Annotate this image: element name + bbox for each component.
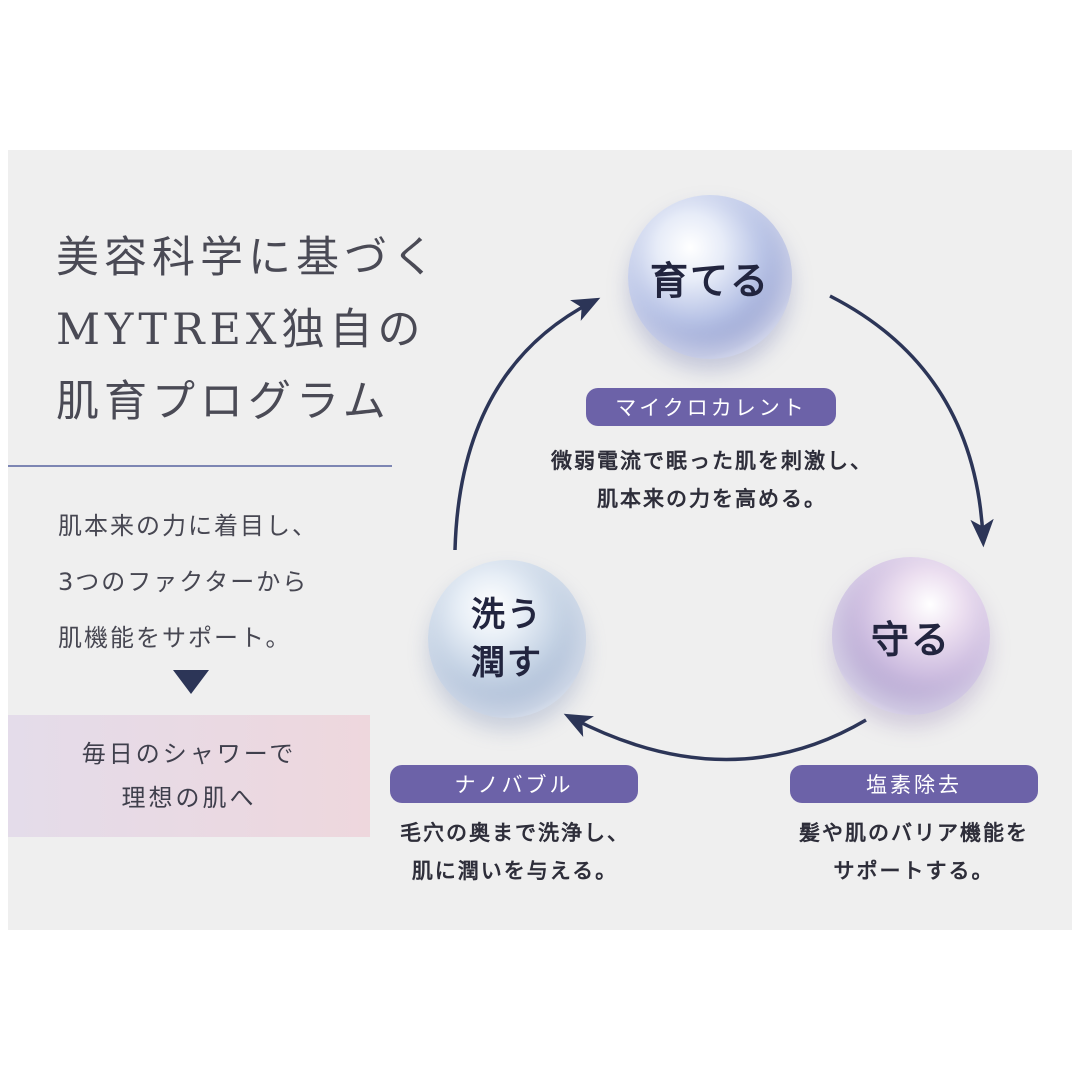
sphere-wash-label: 潤す — [471, 643, 543, 683]
arrow-wash-to-grow — [453, 297, 601, 551]
sphere-wash-label: 洗う — [471, 595, 543, 635]
sphere-wash: 洗う 潤す — [428, 560, 586, 718]
sphere-protect: 守る — [832, 557, 990, 715]
headline-line: MYTREX独自の — [56, 305, 426, 355]
sphere-protect-label: 守る — [870, 617, 951, 662]
highlight-box: 毎日のシャワーで 理想の肌へ — [8, 715, 370, 837]
desc-line: 肌本来の力を高める。 — [597, 487, 827, 511]
tag-microcurrent: マイクロカレント — [586, 388, 836, 426]
headline-line: 肌育プログラム — [56, 377, 391, 427]
desc-line: 毛穴の奥まで洗浄し、 — [400, 821, 630, 845]
tag-chlorine-removal: 塩素除去 — [790, 765, 1038, 803]
desc-line: 肌に潤いを与える。 — [411, 859, 619, 883]
arrow-grow-to-protect — [829, 294, 994, 548]
intro-line: 3つのファクターから — [58, 568, 309, 596]
sphere-grow: 育てる — [628, 195, 792, 359]
desc-line: 髪や肌のバリア機能を — [799, 821, 1029, 845]
highlight-line: 毎日のシャワーで — [81, 740, 297, 768]
headline-line: 美容科学に基づく — [56, 233, 440, 283]
headline-divider — [8, 465, 392, 467]
desc-wash: 毛穴の奥まで洗浄し、 肌に潤いを与える。 — [360, 814, 670, 890]
desc-line: サポートする。 — [833, 859, 995, 883]
desc-line: 微弱電流で眠った肌を刺激し、 — [551, 449, 873, 473]
intro-text: 肌本来の力に着目し、 3つのファクターから 肌機能をサポート。 — [58, 498, 318, 666]
desc-grow: 微弱電流で眠った肌を刺激し、 肌本来の力を高める。 — [522, 442, 902, 518]
headline: 美容科学に基づく MYTREX独自の 肌育プログラム — [56, 222, 440, 438]
intro-line: 肌本来の力に着目し、 — [58, 512, 318, 540]
intro-line: 肌機能をサポート。 — [58, 624, 292, 652]
down-triangle-icon — [173, 670, 209, 694]
arrow-protect-to-wash — [563, 713, 867, 762]
sphere-grow-label: 育てる — [649, 258, 770, 303]
tag-nanobubble: ナノバブル — [390, 765, 638, 803]
highlight-line: 理想の肌へ — [121, 784, 257, 812]
desc-protect: 髪や肌のバリア機能を サポートする。 — [758, 814, 1070, 890]
